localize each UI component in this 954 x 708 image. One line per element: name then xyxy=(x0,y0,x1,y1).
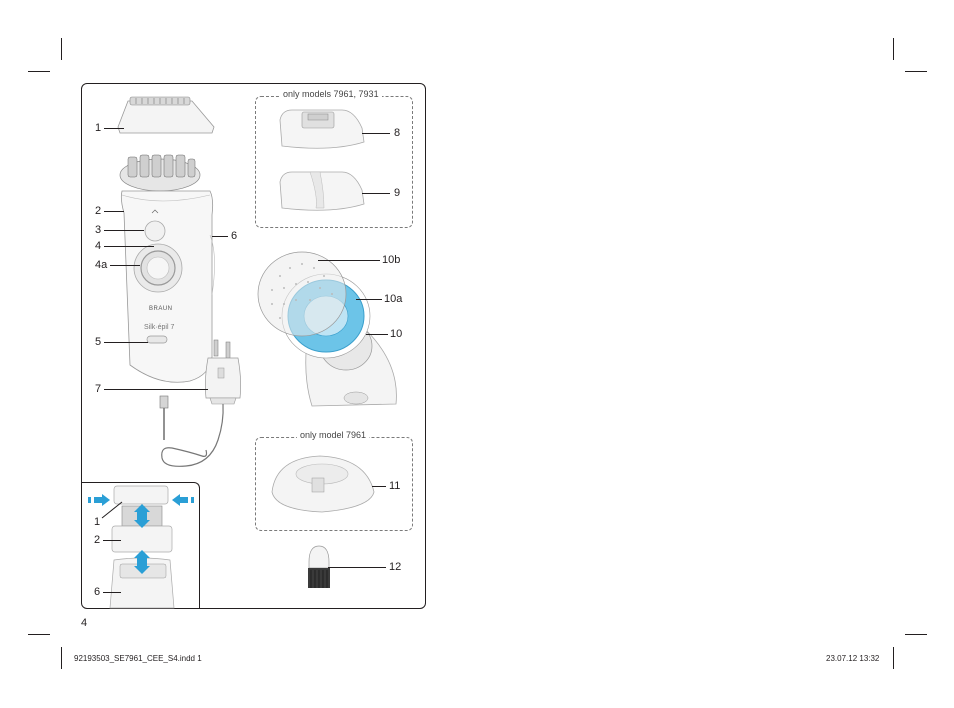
charger-illustration xyxy=(159,339,242,467)
footer-filename: 92193503_SE7961_CEE_S4.indd 1 xyxy=(74,654,202,663)
shaver-head-attachment xyxy=(279,109,365,149)
crop-mark xyxy=(61,647,62,669)
cleaning-brush-illustration xyxy=(308,545,330,588)
leader-9 xyxy=(362,193,390,194)
leader-6 xyxy=(212,236,228,237)
leader-4a xyxy=(110,265,140,266)
detail-inset xyxy=(81,482,200,609)
crop-mark xyxy=(905,634,927,635)
leader-inset-1 xyxy=(101,501,123,519)
leader-8 xyxy=(362,133,390,134)
crop-mark xyxy=(61,38,62,60)
leader-7 xyxy=(104,389,208,390)
label-10: 10 xyxy=(390,328,403,340)
footer-timestamp: 23.07.12 13:32 xyxy=(826,654,880,663)
label-10b: 10b xyxy=(382,254,401,266)
label-11: 11 xyxy=(389,480,401,492)
leader-2 xyxy=(104,211,124,212)
label-8: 8 xyxy=(394,127,401,139)
label-4a: 4a xyxy=(95,259,108,271)
epilator-illustration xyxy=(117,96,215,383)
leader-11 xyxy=(372,486,386,487)
device-model: Silk·épil 7 xyxy=(144,324,175,331)
label-9: 9 xyxy=(394,187,401,199)
label-inset-2: 2 xyxy=(94,534,101,546)
leader-10b xyxy=(318,260,380,261)
leader-inset-2 xyxy=(103,540,121,541)
label-3: 3 xyxy=(95,224,102,236)
page-number: 4 xyxy=(81,617,88,629)
exfoliation-brush-illustration xyxy=(257,251,397,407)
leader-3 xyxy=(104,230,144,231)
label-inset-1: 1 xyxy=(94,516,101,528)
leader-5 xyxy=(104,342,148,343)
massage-cap-attachment xyxy=(279,171,365,211)
inset-assembly-illustration xyxy=(88,485,194,609)
label-1: 1 xyxy=(95,122,102,134)
caption-model-7961: only model 7961 xyxy=(297,430,370,440)
crop-mark xyxy=(893,647,894,669)
label-12: 12 xyxy=(389,561,402,573)
label-inset-6: 6 xyxy=(94,586,101,598)
charging-stand-illustration xyxy=(271,455,375,513)
label-5: 5 xyxy=(95,336,102,348)
caption-models-7961-7931: only models 7961, 7931 xyxy=(280,89,382,99)
leader-10a xyxy=(356,299,382,300)
leader-10 xyxy=(366,334,388,335)
label-2: 2 xyxy=(95,205,102,217)
label-7: 7 xyxy=(95,383,102,395)
leader-4 xyxy=(104,246,154,247)
crop-mark xyxy=(28,634,50,635)
leader-1 xyxy=(104,128,124,129)
crop-mark xyxy=(905,71,927,72)
label-6: 6 xyxy=(231,230,238,242)
crop-mark xyxy=(28,71,50,72)
label-4: 4 xyxy=(95,240,102,252)
illustration-panel xyxy=(81,83,426,609)
leader-12 xyxy=(328,567,386,568)
crop-mark xyxy=(893,38,894,60)
device-brand: BRAUN xyxy=(149,306,173,312)
label-10a: 10a xyxy=(384,293,403,305)
leader-inset-6 xyxy=(103,592,121,593)
